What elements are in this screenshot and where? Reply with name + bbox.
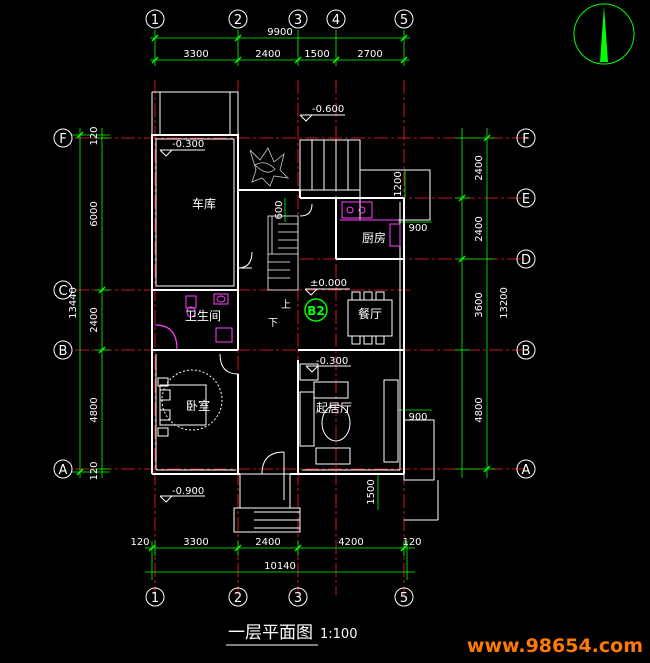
axis-top-1: 1 <box>151 13 159 28</box>
dimension-texts: 9900 3300 2400 1500 2700 120 3300 2400 4… <box>68 27 510 572</box>
dim-bottom-1: 120 <box>130 537 149 548</box>
dim-top-2: 2400 <box>255 49 280 60</box>
dim-top-4: 2700 <box>357 49 382 60</box>
room-garage: 车库 <box>192 196 216 211</box>
dim-600: 600 <box>274 200 285 219</box>
dim-1500: 1500 <box>366 479 377 504</box>
dim-top-total: 9900 <box>267 27 292 38</box>
dim-right-4: 4800 <box>474 397 485 422</box>
level-garage: -0.300 <box>172 139 204 150</box>
living-furniture <box>299 363 399 465</box>
bath-fixtures <box>185 293 233 343</box>
room-labels: 车库 厨房 卫生间 餐厅 卧室 起居厅 上 下 <box>185 196 386 415</box>
dim-top-3: 1500 <box>304 49 329 60</box>
stair <box>267 215 299 291</box>
dim-right-2: 2400 <box>474 216 485 241</box>
dim-left-3: 2400 <box>89 307 100 332</box>
dim-right-3: 3600 <box>474 292 485 317</box>
porch <box>233 419 439 533</box>
dim-top-1: 3300 <box>183 49 208 60</box>
level-entry: -0.600 <box>312 104 344 115</box>
axis-right-f: F <box>522 132 529 147</box>
room-living: 起居厅 <box>316 401 352 415</box>
room-kitchen: 厨房 <box>362 230 386 245</box>
dim-right-1: 2400 <box>474 155 485 180</box>
axis-top-4: 4 <box>332 13 340 28</box>
garage-canopy <box>151 91 239 135</box>
axis-right-a: A <box>522 463 531 478</box>
level-porch: -0.900 <box>172 486 204 497</box>
level-dining: ±0.000 <box>310 278 347 289</box>
axis-left-f: F <box>59 132 66 147</box>
axis-bottom-5: 5 <box>400 591 408 606</box>
b2-tag: B2 <box>304 298 328 322</box>
doors <box>219 203 313 500</box>
axis-left-c: C <box>58 284 67 299</box>
drawing-title-text: 一层平面图 <box>228 623 313 643</box>
walls <box>151 134 405 475</box>
axis-right-d: D <box>521 253 531 268</box>
room-dining: 餐厅 <box>358 306 382 321</box>
axis-top-3: 3 <box>294 13 302 28</box>
level-texts: -0.300 -0.600 ±0.000 -0.300 -0.900 <box>172 104 348 497</box>
stair-down-mark: 下 <box>268 318 278 329</box>
dimension-lines <box>72 30 495 580</box>
axis-right-b: B <box>522 344 531 359</box>
axis-bottom-2: 2 <box>234 591 242 606</box>
axis-top-2: 2 <box>234 13 242 28</box>
dim-bottom-5: 120 <box>402 537 421 548</box>
level-triangles <box>159 114 351 503</box>
bedroom-furniture <box>157 369 223 437</box>
drawing-scale: 1:100 <box>320 627 357 642</box>
room-bedroom: 卧室 <box>186 398 210 413</box>
level-living: -0.300 <box>316 356 348 367</box>
stair-up-mark: 上 <box>281 299 291 311</box>
axis-right-e: E <box>522 192 530 207</box>
bath-door <box>154 324 178 350</box>
dim-left-1: 120 <box>89 126 100 145</box>
dim-left-2: 6000 <box>89 201 100 226</box>
b2-label: B2 <box>307 304 325 318</box>
dining-table <box>347 291 393 345</box>
dim-left-5: 120 <box>89 461 100 480</box>
dim-900-living: 900 <box>408 412 427 423</box>
dim-bottom-3: 2400 <box>255 537 280 548</box>
axis-bubbles <box>53 9 536 607</box>
axis-bottom-1: 1 <box>151 591 159 606</box>
north-arrow-icon <box>573 3 635 65</box>
axis-left-b: B <box>59 344 68 359</box>
drawing-title: 一层平面图 1:100 <box>226 623 357 646</box>
watermark: www.98654.com <box>467 635 643 657</box>
plant-icon <box>249 147 290 187</box>
top-steps <box>299 139 431 221</box>
axis-bottom-3: 3 <box>294 591 302 606</box>
dim-left-total: 13440 <box>68 287 79 319</box>
axis-top-5: 5 <box>400 13 408 28</box>
axis-labels: 1 2 3 4 5 1 2 3 5 F C B A F E D B A <box>58 13 531 606</box>
dim-left-4: 4800 <box>89 397 100 422</box>
dim-bottom-2: 3300 <box>183 537 208 548</box>
dim-right-total: 13200 <box>499 287 510 319</box>
dim-bottom-4: 4200 <box>338 537 363 548</box>
kitchen-fixtures <box>340 201 401 247</box>
dim-900-kitchen: 900 <box>408 223 427 234</box>
dim-bottom-total: 10140 <box>264 561 296 572</box>
room-bath: 卫生间 <box>185 309 221 323</box>
axis-left-a: A <box>59 463 68 478</box>
dim-1200: 1200 <box>393 171 404 196</box>
